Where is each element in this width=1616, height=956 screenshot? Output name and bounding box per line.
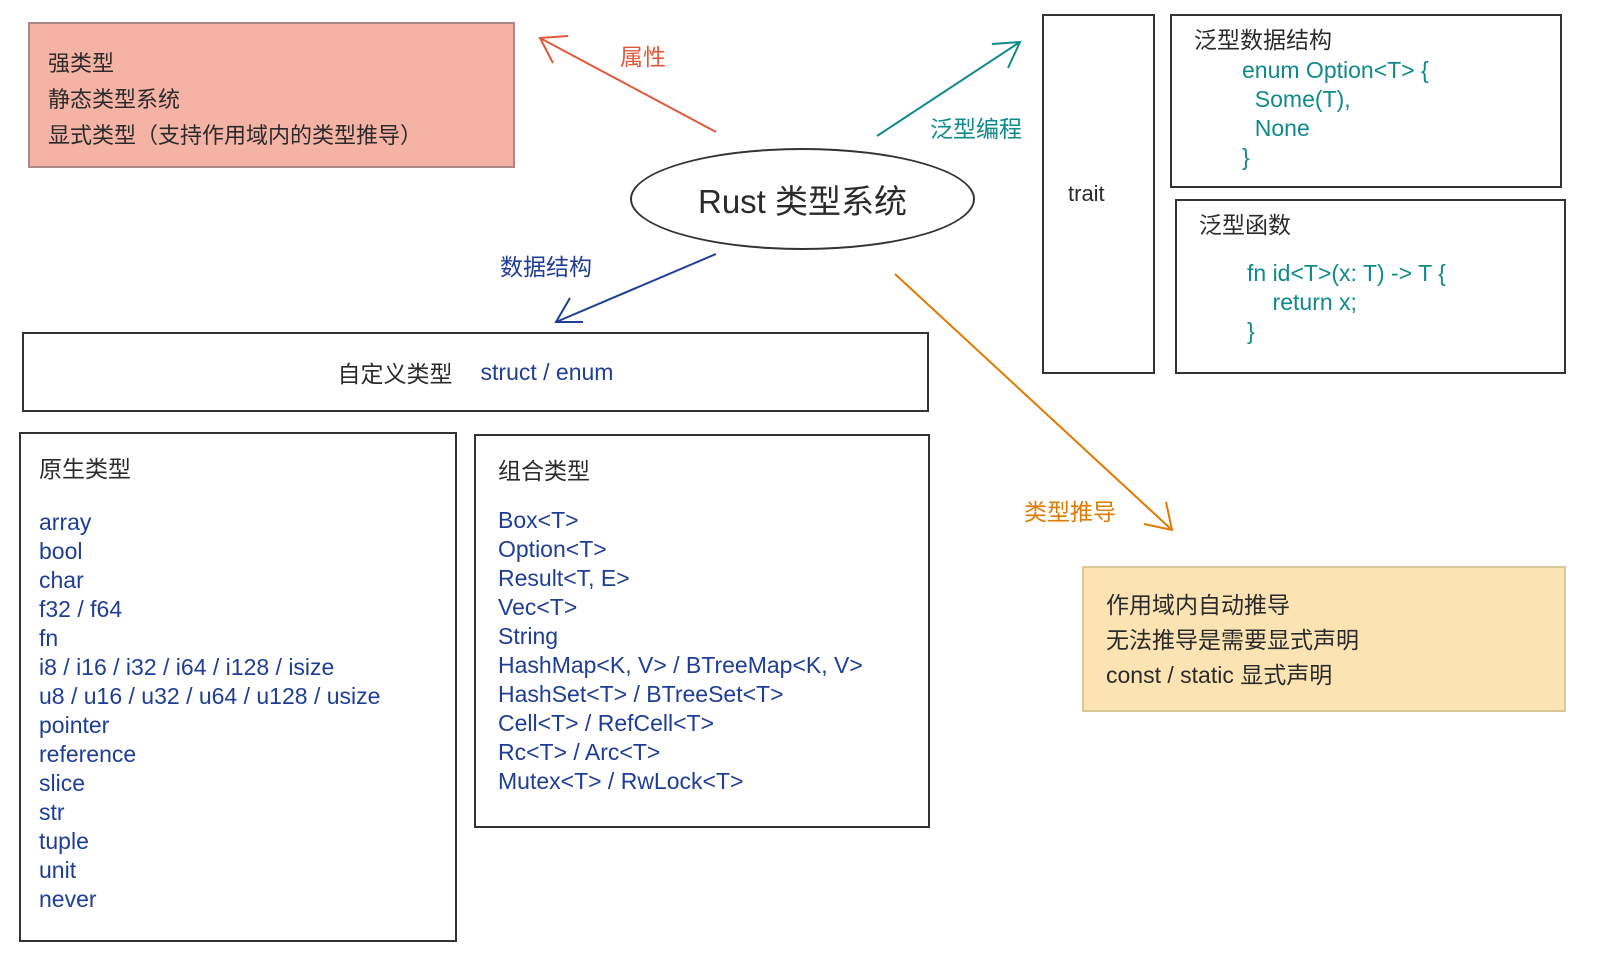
generic-data-structure-box: 泛型数据结构 enum Option<T> { Some(T), None } xyxy=(1170,14,1562,188)
type-inference-box: 作用域内自动推导 无法推导是需要显式声明 const / static 显式声明 xyxy=(1082,566,1566,712)
primitive-type-item: char xyxy=(39,567,84,593)
composite-type-item: Vec<T> xyxy=(498,594,578,620)
primitive-types-title: 原生类型 xyxy=(39,456,131,482)
properties-label: 属性 xyxy=(620,44,666,70)
arrow-to-properties xyxy=(538,35,717,133)
property-line: 静态类型系统 xyxy=(48,87,181,112)
inference-line: const / static 显式声明 xyxy=(1106,662,1333,688)
primitive-type-item: u8 / u16 / u32 / u64 / u128 / usize xyxy=(39,683,381,709)
arrow-to-type-inference xyxy=(894,273,1174,532)
primitive-type-item: array xyxy=(39,509,92,535)
generic-function-box: 泛型函数 fn id<T>(x: T) -> T { return x; } xyxy=(1175,199,1566,374)
composite-type-item: Result<T, E> xyxy=(498,565,630,591)
trait-label: trait xyxy=(1068,181,1105,206)
type-inference-label: 类型推导 xyxy=(1024,499,1116,525)
center-title: Rust 类型系统 xyxy=(697,183,908,220)
code-line: fn id<T>(x: T) -> T { xyxy=(1247,260,1446,286)
primitive-type-item: tuple xyxy=(39,828,89,854)
primitive-type-item: pointer xyxy=(39,712,110,738)
generic-function-title: 泛型函数 xyxy=(1199,212,1291,238)
primitive-types-box: 原生类型 array bool char f32 / f64 fn i8 / i… xyxy=(19,432,457,942)
data-structures-label: 数据结构 xyxy=(500,254,592,280)
primitive-type-item: str xyxy=(39,799,65,825)
primitive-type-item: f32 / f64 xyxy=(39,596,123,622)
arrow-to-data-structures xyxy=(554,253,717,323)
code-line: } xyxy=(1247,318,1255,344)
primitive-type-item: reference xyxy=(39,741,137,767)
primitive-type-item: never xyxy=(39,886,97,912)
property-line: 显式类型（支持作用域内的类型推导） xyxy=(48,123,423,148)
primitive-type-item: i8 / i16 / i32 / i64 / i128 / isize xyxy=(39,654,335,680)
code-line: enum Option<T> { xyxy=(1242,57,1429,83)
primitive-type-item: slice xyxy=(39,770,86,796)
composite-type-item: Box<T> xyxy=(498,507,579,533)
code-line: return x; xyxy=(1247,289,1357,315)
primitive-type-item: unit xyxy=(39,857,77,883)
composite-type-item: HashSet<T> / BTreeSet<T> xyxy=(498,681,784,707)
custom-types-value: struct / enum xyxy=(480,358,614,385)
code-line: } xyxy=(1242,144,1250,170)
composite-type-item: Mutex<T> / RwLock<T> xyxy=(498,768,744,794)
trait-box: trait xyxy=(1042,14,1155,374)
code-line: Some(T), xyxy=(1242,86,1351,112)
generic-programming-label: 泛型编程 xyxy=(930,116,1022,142)
inference-line: 无法推导是需要显式声明 xyxy=(1106,627,1359,653)
composite-type-item: Rc<T> / Arc<T> xyxy=(498,739,661,765)
composite-type-item: HashMap<K, V> / BTreeMap<K, V> xyxy=(498,652,863,678)
composite-types-box: 组合类型 Box<T> Option<T> Result<T, E> Vec<T… xyxy=(474,434,930,828)
composite-type-item: Cell<T> / RefCell<T> xyxy=(498,710,715,736)
custom-types-title: 自定义类型 xyxy=(337,361,453,387)
composite-type-item: Option<T> xyxy=(498,536,607,562)
property-line: 强类型 xyxy=(48,51,115,76)
custom-types-box: 自定义类型 struct / enum xyxy=(22,332,929,412)
inference-line: 作用域内自动推导 xyxy=(1106,592,1290,618)
properties-box: 强类型 静态类型系统 显式类型（支持作用域内的类型推导） xyxy=(28,22,515,168)
center-node: Rust 类型系统 xyxy=(630,148,975,250)
arrow-to-generic-programming xyxy=(876,40,1022,137)
code-line: None xyxy=(1242,115,1310,141)
composite-type-item: String xyxy=(498,623,559,649)
generic-data-structure-title: 泛型数据结构 xyxy=(1194,27,1332,53)
primitive-type-item: fn xyxy=(39,625,59,651)
primitive-type-item: bool xyxy=(39,538,83,564)
composite-types-title: 组合类型 xyxy=(498,458,590,484)
